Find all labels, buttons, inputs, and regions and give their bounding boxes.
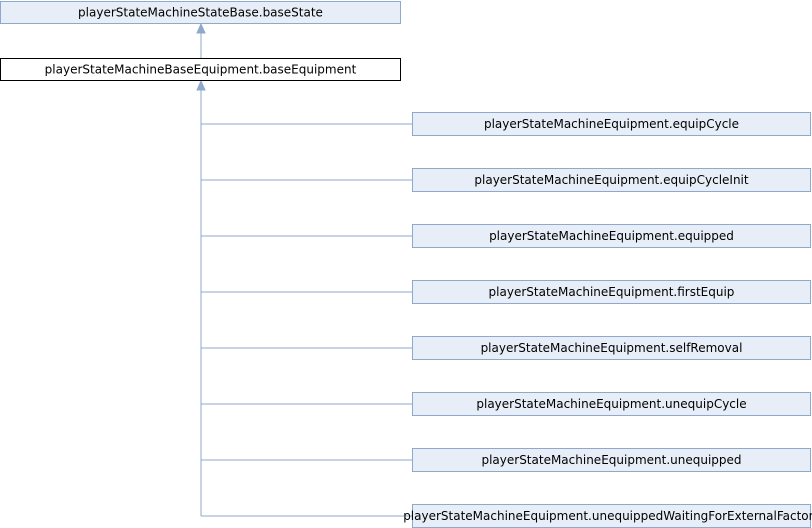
node-child-label: playerStateMachineEquipment.unequipped [481, 453, 741, 467]
node-child-box [412, 280, 811, 304]
node-child-box [412, 336, 811, 360]
node-current-class-box [0, 58, 401, 81]
node-current-class[interactable]: playerStateMachineBaseEquipment.baseEqui… [0, 58, 401, 81]
node-child-box [412, 392, 811, 416]
node-child-self-removal[interactable]: playerStateMachineEquipment.selfRemoval [412, 336, 811, 360]
node-base-class-box [0, 1, 401, 24]
node-child-label: playerStateMachineEquipment.equipCycle [484, 117, 739, 131]
node-child-box [412, 224, 811, 248]
node-child-unequip-cycle[interactable]: playerStateMachineEquipment.unequipCycle [412, 392, 811, 416]
node-child-unequipped-waiting-for-external-factors[interactable]: playerStateMachineEquipment.unequippedWa… [403, 504, 812, 528]
node-child-label: playerStateMachineEquipment.equipCycleIn… [474, 173, 749, 187]
node-child-label: playerStateMachineEquipment.firstEquip [489, 285, 735, 299]
edge-children-to-parent-arrowhead [196, 79, 206, 91]
node-current-class-label: playerStateMachineBaseEquipment.baseEqui… [45, 63, 357, 77]
node-child-label: playerStateMachineEquipment.selfRemoval [481, 341, 743, 355]
node-child-label: playerStateMachineEquipment.equipped [489, 229, 734, 243]
node-child-label: playerStateMachineEquipment.unequippedWa… [403, 509, 812, 523]
node-child-label: playerStateMachineEquipment.unequipCycle [476, 397, 746, 411]
node-child-box [412, 168, 811, 192]
node-child-unequipped[interactable]: playerStateMachineEquipment.unequipped [412, 448, 811, 472]
node-child-equipped[interactable]: playerStateMachineEquipment.equipped [412, 224, 811, 248]
node-child-first-equip[interactable]: playerStateMachineEquipment.firstEquip [412, 280, 811, 304]
node-base-class[interactable]: playerStateMachineStateBase.baseState [0, 1, 401, 24]
node-child-box [412, 448, 811, 472]
node-child-box [412, 112, 811, 136]
edges [196, 22, 412, 517]
edge-parent-to-base-arrowhead [196, 22, 206, 34]
node-child-equip-cycle-init[interactable]: playerStateMachineEquipment.equipCycleIn… [412, 168, 811, 192]
node-child-equip-cycle[interactable]: playerStateMachineEquipment.equipCycle [412, 112, 811, 136]
node-base-class-label: playerStateMachineStateBase.baseState [78, 6, 323, 20]
